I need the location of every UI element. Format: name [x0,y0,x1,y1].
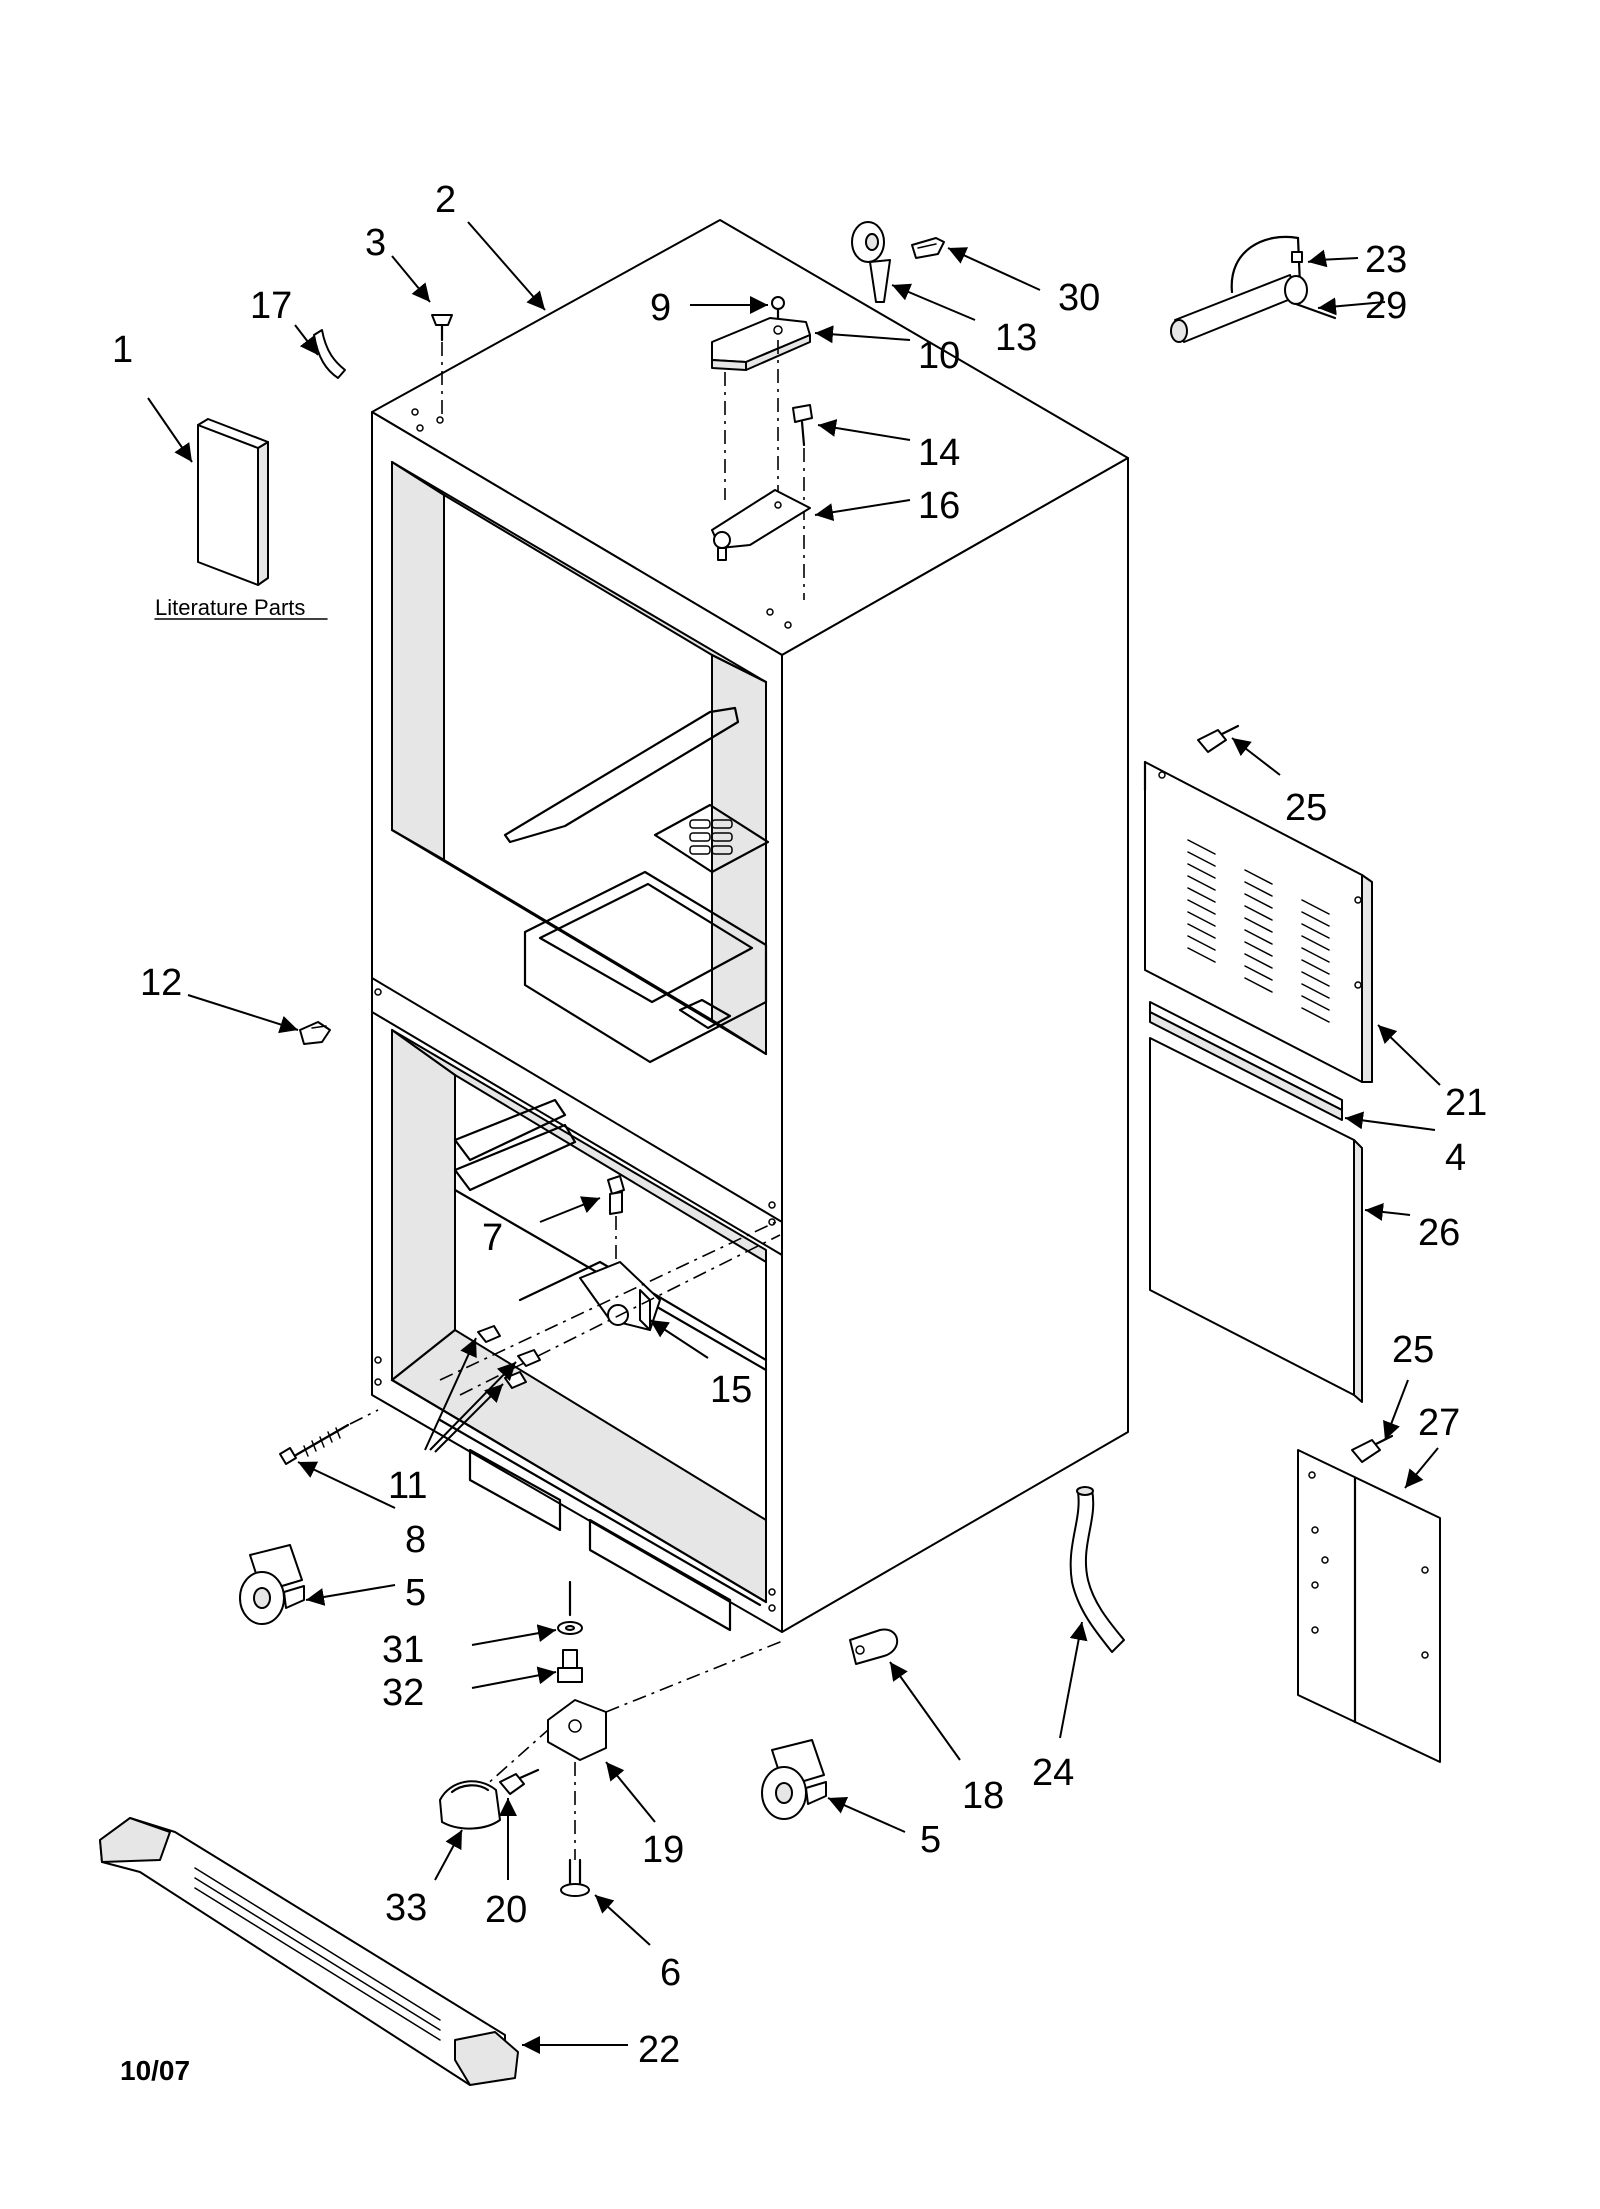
callout-6: 6 [660,1952,681,1994]
part-7-pin [607,1175,625,1262]
part-30-screw [911,237,945,259]
callout-4: 4 [1445,1137,1466,1179]
callout-labels: 1 2 3 17 9 10 14 16 13 30 23 29 12 25 21… [112,179,1487,2071]
date-code: 10/07 [120,2055,190,2086]
part-31-washer [557,1580,583,1635]
callout-25-lower: 25 [1392,1329,1434,1371]
callout-10: 10 [918,335,960,377]
callout-16: 16 [918,485,960,527]
callout-9: 9 [650,287,671,329]
part-13-roller [851,221,891,303]
part-23-29-tube [1170,235,1337,343]
part-26-panel [1149,1037,1363,1403]
callout-32: 32 [382,1672,424,1714]
callout-7: 7 [482,1217,503,1259]
callout-11: 11 [388,1465,427,1507]
vent-slots [689,819,733,855]
part-21-rear-grille [1143,760,1373,1083]
part-33-cover [439,1780,501,1830]
callout-17: 17 [250,285,292,327]
part-10-hinge-cover [711,317,811,500]
part-27-rear-cover [1297,1449,1441,1763]
part-16-hinge [711,489,811,561]
callout-27: 27 [1418,1402,1460,1444]
callout-12: 12 [140,962,182,1004]
part-14-screw [792,404,813,600]
callout-31: 31 [382,1629,424,1671]
cabinet [371,219,1129,1633]
part-3-screw [431,314,453,420]
callout-29: 29 [1365,285,1407,327]
callout-18: 18 [962,1775,1004,1817]
literature-label: Literature Parts [155,595,305,620]
callout-3: 3 [365,222,386,264]
literature-parts: Literature Parts [154,418,328,620]
part-6-pin [560,1858,590,1897]
part-17-tube [313,329,346,379]
part-25-screw-upper [1197,724,1240,753]
callout-8: 8 [405,1519,426,1561]
callout-22: 22 [638,2029,680,2071]
part-22-toe-grille [99,1817,519,2086]
callout-21: 21 [1445,1082,1487,1124]
callout-30: 30 [1058,277,1100,319]
part-32-bushing [557,1649,583,1683]
callout-19: 19 [642,1829,684,1871]
grille-slots [1187,839,1330,1023]
part-20-screw [499,1768,540,1795]
callout-5-right: 5 [920,1819,941,1861]
part-9-screw [771,296,785,324]
leader-lines [147,221,1441,2054]
part-5-caster-left [239,1544,305,1625]
part-12-screw [299,1021,331,1045]
callout-13: 13 [995,317,1037,359]
callout-26: 26 [1418,1212,1460,1254]
callout-24: 24 [1032,1752,1074,1794]
callout-5-left: 5 [405,1572,426,1614]
callout-14: 14 [918,432,960,474]
part-8-bolt [279,1409,379,1465]
callout-15: 15 [710,1369,752,1411]
callout-25-upper: 25 [1285,787,1327,829]
part-19-bracket [474,1639,786,1860]
part-5-caster-right [761,1739,827,1820]
part-4-strip [1149,1001,1343,1121]
part-24-hose [1069,1486,1125,1653]
callout-20: 20 [485,1889,527,1931]
part-18-clip [849,1628,899,1665]
callout-23: 23 [1365,239,1407,281]
callout-1: 1 [112,329,133,371]
callout-2: 2 [435,179,456,221]
callout-33: 33 [385,1887,427,1929]
